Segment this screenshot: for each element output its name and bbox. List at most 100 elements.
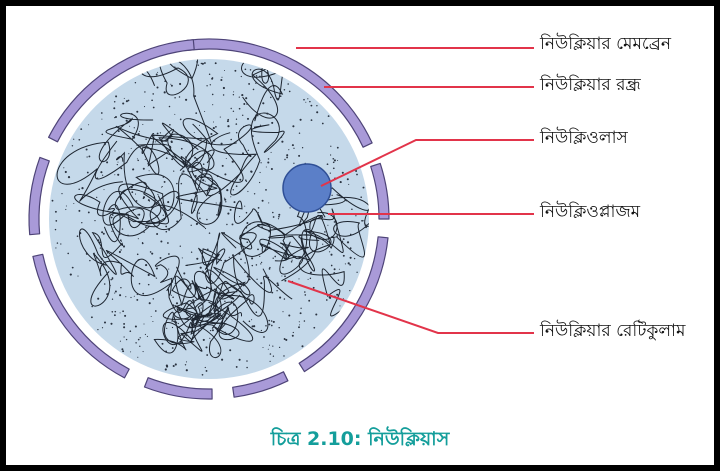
speckle bbox=[165, 225, 168, 228]
figure-caption: চিত্র 2.10: নিউক্লিয়াস bbox=[270, 428, 450, 450]
speckle bbox=[349, 289, 351, 292]
chromatin-strand bbox=[94, 122, 199, 180]
speckle bbox=[222, 94, 225, 96]
speckle bbox=[257, 207, 260, 209]
speckle bbox=[278, 346, 281, 349]
speckle bbox=[63, 167, 65, 169]
speckle bbox=[165, 157, 168, 160]
speckle bbox=[155, 267, 158, 270]
speckle bbox=[159, 256, 162, 259]
speckle bbox=[174, 113, 176, 115]
speckle bbox=[326, 163, 329, 166]
speckle bbox=[246, 360, 248, 362]
speckle bbox=[164, 316, 167, 319]
speckle bbox=[86, 156, 88, 158]
speckle bbox=[114, 292, 116, 294]
speckle bbox=[257, 114, 259, 117]
speckle bbox=[143, 323, 145, 325]
speckle bbox=[138, 282, 141, 285]
speckle bbox=[270, 151, 272, 153]
speckle bbox=[286, 154, 289, 157]
speckle bbox=[282, 266, 284, 269]
speckle bbox=[156, 86, 159, 89]
speckle bbox=[290, 261, 293, 263]
speckle bbox=[186, 165, 189, 168]
speckle bbox=[333, 159, 336, 162]
speckle bbox=[278, 326, 280, 329]
speckle bbox=[123, 97, 125, 99]
speckle bbox=[78, 188, 80, 191]
speckle bbox=[65, 205, 67, 207]
speckle bbox=[133, 127, 135, 129]
speckle bbox=[244, 262, 246, 264]
speckle bbox=[309, 100, 311, 103]
speckle bbox=[347, 262, 350, 265]
speckle bbox=[231, 160, 234, 163]
speckle bbox=[181, 172, 183, 174]
speckle bbox=[196, 257, 199, 260]
membrane-segment bbox=[298, 236, 389, 373]
speckle bbox=[111, 311, 114, 313]
speckle bbox=[225, 317, 227, 319]
speckle bbox=[235, 365, 238, 368]
speckle bbox=[137, 238, 139, 240]
speckle bbox=[150, 315, 152, 318]
speckle bbox=[152, 106, 155, 109]
speckle bbox=[245, 211, 248, 214]
speckle bbox=[235, 131, 238, 134]
speckle bbox=[190, 251, 193, 253]
speckle bbox=[300, 307, 302, 309]
speckle bbox=[152, 141, 155, 143]
speckle bbox=[205, 270, 208, 273]
speckle bbox=[193, 131, 195, 134]
speckle bbox=[271, 291, 274, 294]
speckle bbox=[272, 345, 274, 347]
speckle bbox=[331, 194, 333, 196]
speckle bbox=[243, 125, 245, 127]
speckle bbox=[329, 172, 331, 174]
speckle bbox=[96, 177, 99, 179]
speckle bbox=[145, 264, 148, 267]
speckle bbox=[164, 368, 167, 371]
membrane-segment bbox=[32, 253, 130, 379]
speckle bbox=[161, 342, 164, 345]
speckle bbox=[154, 205, 157, 207]
speckle bbox=[232, 189, 234, 191]
speckle bbox=[363, 220, 365, 222]
speckle bbox=[298, 132, 301, 134]
speckle bbox=[215, 125, 217, 128]
speckle bbox=[149, 251, 152, 253]
speckle bbox=[253, 325, 256, 328]
speckle bbox=[141, 242, 144, 244]
speckle bbox=[272, 320, 275, 323]
speckle bbox=[202, 338, 205, 341]
speckle bbox=[130, 186, 133, 189]
speckle bbox=[276, 282, 279, 285]
speckle bbox=[138, 213, 141, 216]
speckle bbox=[251, 257, 254, 260]
speckle bbox=[78, 138, 81, 141]
label-nuclear-reticulum: নিউক্লিয়ার রেটিকুলাম bbox=[540, 321, 686, 341]
speckle bbox=[246, 366, 248, 369]
speckle bbox=[160, 240, 163, 243]
speckle bbox=[266, 112, 269, 115]
speckle bbox=[293, 162, 295, 164]
speckle bbox=[309, 277, 312, 280]
speckle bbox=[211, 77, 214, 80]
speckle bbox=[78, 209, 81, 212]
speckle bbox=[175, 321, 178, 324]
speckle bbox=[329, 154, 332, 156]
speckle bbox=[208, 232, 211, 234]
speckle bbox=[346, 241, 350, 244]
speckle bbox=[175, 302, 179, 305]
speckle bbox=[240, 245, 243, 248]
speckle bbox=[271, 121, 274, 124]
speckle bbox=[114, 174, 116, 176]
speckle bbox=[240, 75, 242, 78]
speckle bbox=[308, 299, 311, 302]
speckle bbox=[185, 98, 188, 101]
speckle bbox=[270, 80, 273, 83]
speckle bbox=[194, 156, 197, 159]
speckle bbox=[249, 69, 252, 71]
speckle bbox=[125, 119, 128, 122]
